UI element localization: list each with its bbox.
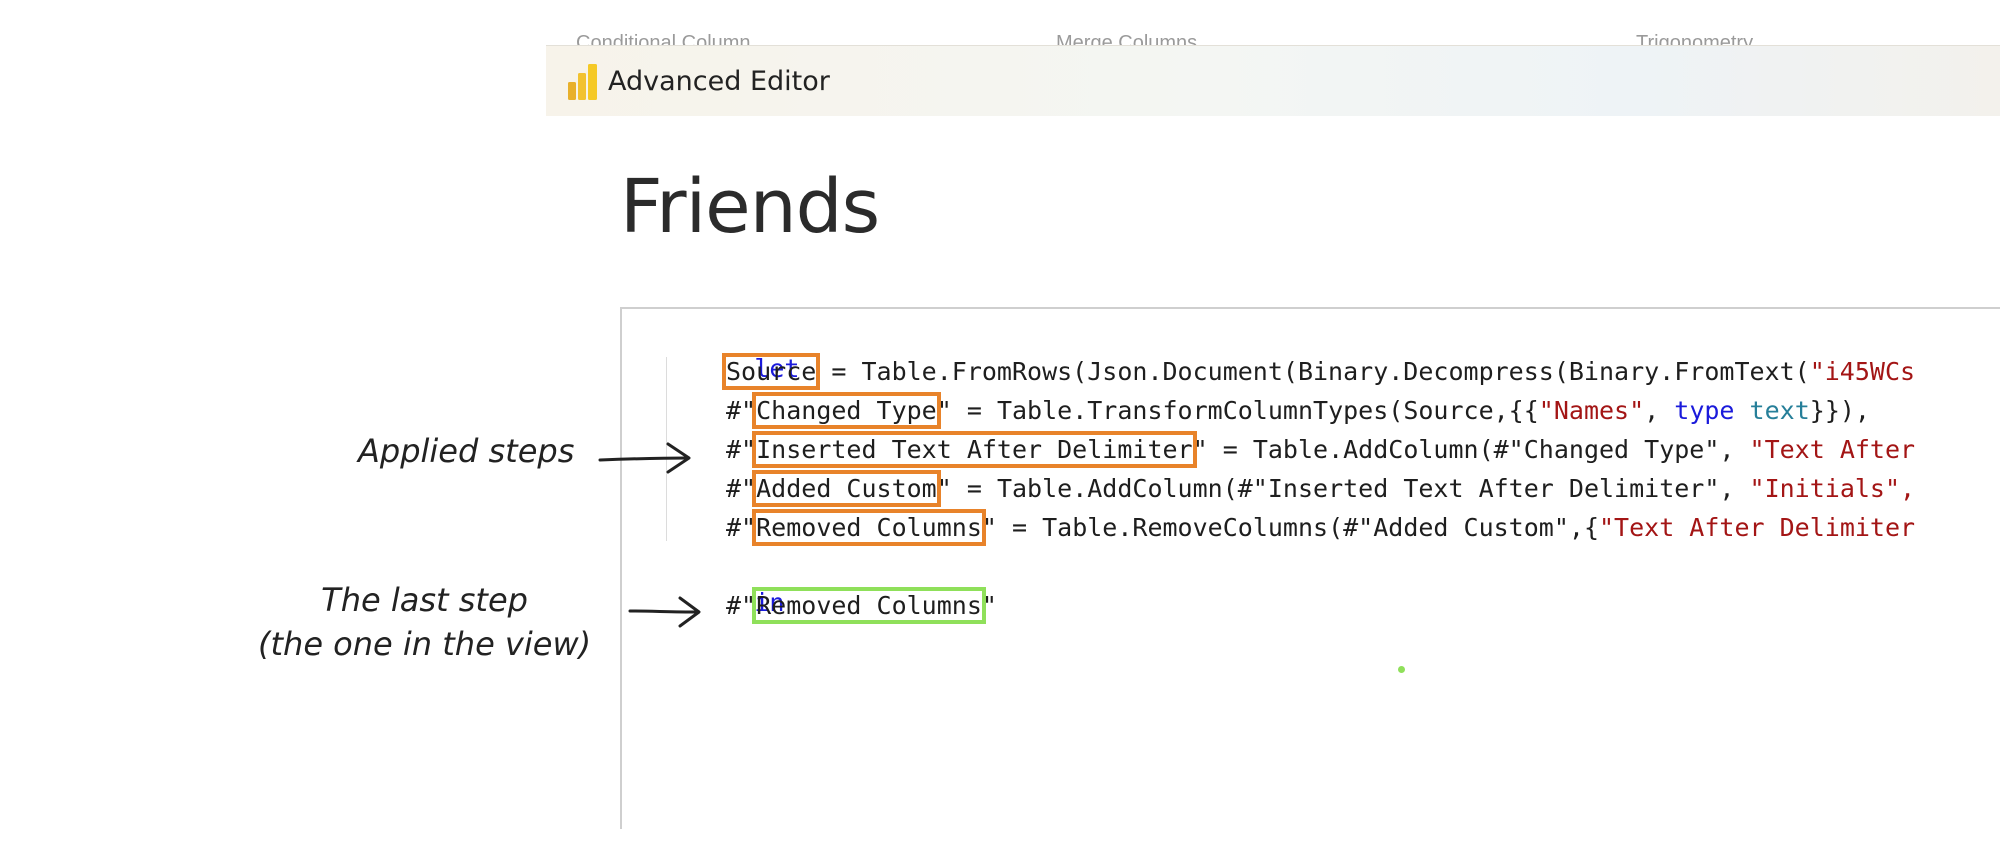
- annotation-last-step-line2: (the one in the view): [258, 625, 592, 663]
- code-line-removed-columns: #"Removed Columns" = Table.RemoveColumns…: [726, 509, 1916, 546]
- code-string: "i45WCs: [1809, 357, 1916, 386]
- step-name-changed-type: Changed Type: [752, 392, 941, 429]
- result-step-name: Removed Columns: [752, 587, 986, 624]
- code-expression: " = Table.AddColumn(#"Inserted Text Afte…: [936, 474, 1750, 503]
- ribbon-item-merge-columns[interactable]: Merge Columns: [1056, 32, 1198, 46]
- annotation-last-step: The last step (the one in the view): [258, 578, 591, 666]
- code-expression: " = Table.AddColumn(#"Changed Type",: [1192, 435, 1750, 464]
- code-line-added-custom: #"Added Custom" = Table.AddColumn(#"Inse…: [726, 470, 1916, 507]
- step-prefix: #": [726, 396, 757, 425]
- code-editor[interactable]: let Source = Table.FromRows(Json.Documen…: [620, 307, 2000, 829]
- indent-guide: [666, 357, 667, 541]
- code-string: "Text After: [1749, 435, 1916, 464]
- step-prefix: #": [726, 474, 757, 503]
- step-name-removed-columns: Removed Columns: [752, 509, 986, 546]
- code-expression: ": [981, 591, 997, 620]
- arrow-applied-steps-icon: [598, 442, 691, 474]
- powerbi-icon: [568, 64, 597, 100]
- code-expression: }}),: [1809, 396, 1870, 425]
- keyword-let: let: [754, 354, 800, 383]
- code-expression: = Table.FromRows(Json.Document(Binary.De…: [816, 357, 1810, 386]
- ribbon-item-trigonometry[interactable]: Trigonometry: [1636, 32, 1754, 46]
- step-prefix: #": [726, 591, 757, 620]
- type-text: text: [1749, 396, 1810, 425]
- code-line-source: Source = Table.FromRows(Json.Document(Bi…: [721, 353, 1916, 390]
- step-prefix: #": [726, 435, 757, 464]
- step-name-inserted-text: Inserted Text After Delimiter: [752, 431, 1197, 468]
- annotation-last-step-line1: The last step: [321, 581, 528, 619]
- code-space: [1734, 396, 1749, 425]
- code-string: "Initials",: [1749, 474, 1916, 503]
- annotation-applied-steps: Applied steps: [358, 432, 575, 470]
- keyword-in: in: [754, 588, 785, 617]
- code-line-inserted-text: #"Inserted Text After Delimiter" = Table…: [726, 431, 1916, 468]
- keyword-type: type: [1674, 396, 1735, 425]
- code-line-in: in: [664, 549, 784, 617]
- step-prefix: #": [726, 513, 757, 542]
- code-string: "Names": [1538, 396, 1645, 425]
- code-expression: " = Table.TransformColumnTypes(Source,{{: [936, 396, 1539, 425]
- code-string: "Text After Delimiter: [1599, 513, 1916, 542]
- code-line-let: let: [664, 315, 799, 383]
- code-expression: ,: [1644, 396, 1675, 425]
- code-line-result: #"Removed Columns": [726, 587, 997, 624]
- code-expression: " = Table.RemoveColumns(#"Added Custom",…: [981, 513, 1599, 542]
- cursor-dot: [1398, 666, 1405, 673]
- step-name-source: Source: [721, 353, 821, 390]
- arrow-last-step-icon: [628, 596, 701, 628]
- ribbon-item-conditional-column[interactable]: Conditional Column: [576, 32, 751, 46]
- ribbon-remnant: Conditional Column Merge Columns Trigono…: [546, 28, 2000, 46]
- window-title: Advanced Editor: [608, 66, 830, 97]
- code-line-changed-type: #"Changed Type" = Table.TransformColumnT…: [726, 392, 1870, 429]
- query-title: Friends: [620, 164, 880, 250]
- dialog-titlebar: Advanced Editor: [546, 45, 2000, 116]
- step-name-added-custom: Added Custom: [752, 470, 941, 507]
